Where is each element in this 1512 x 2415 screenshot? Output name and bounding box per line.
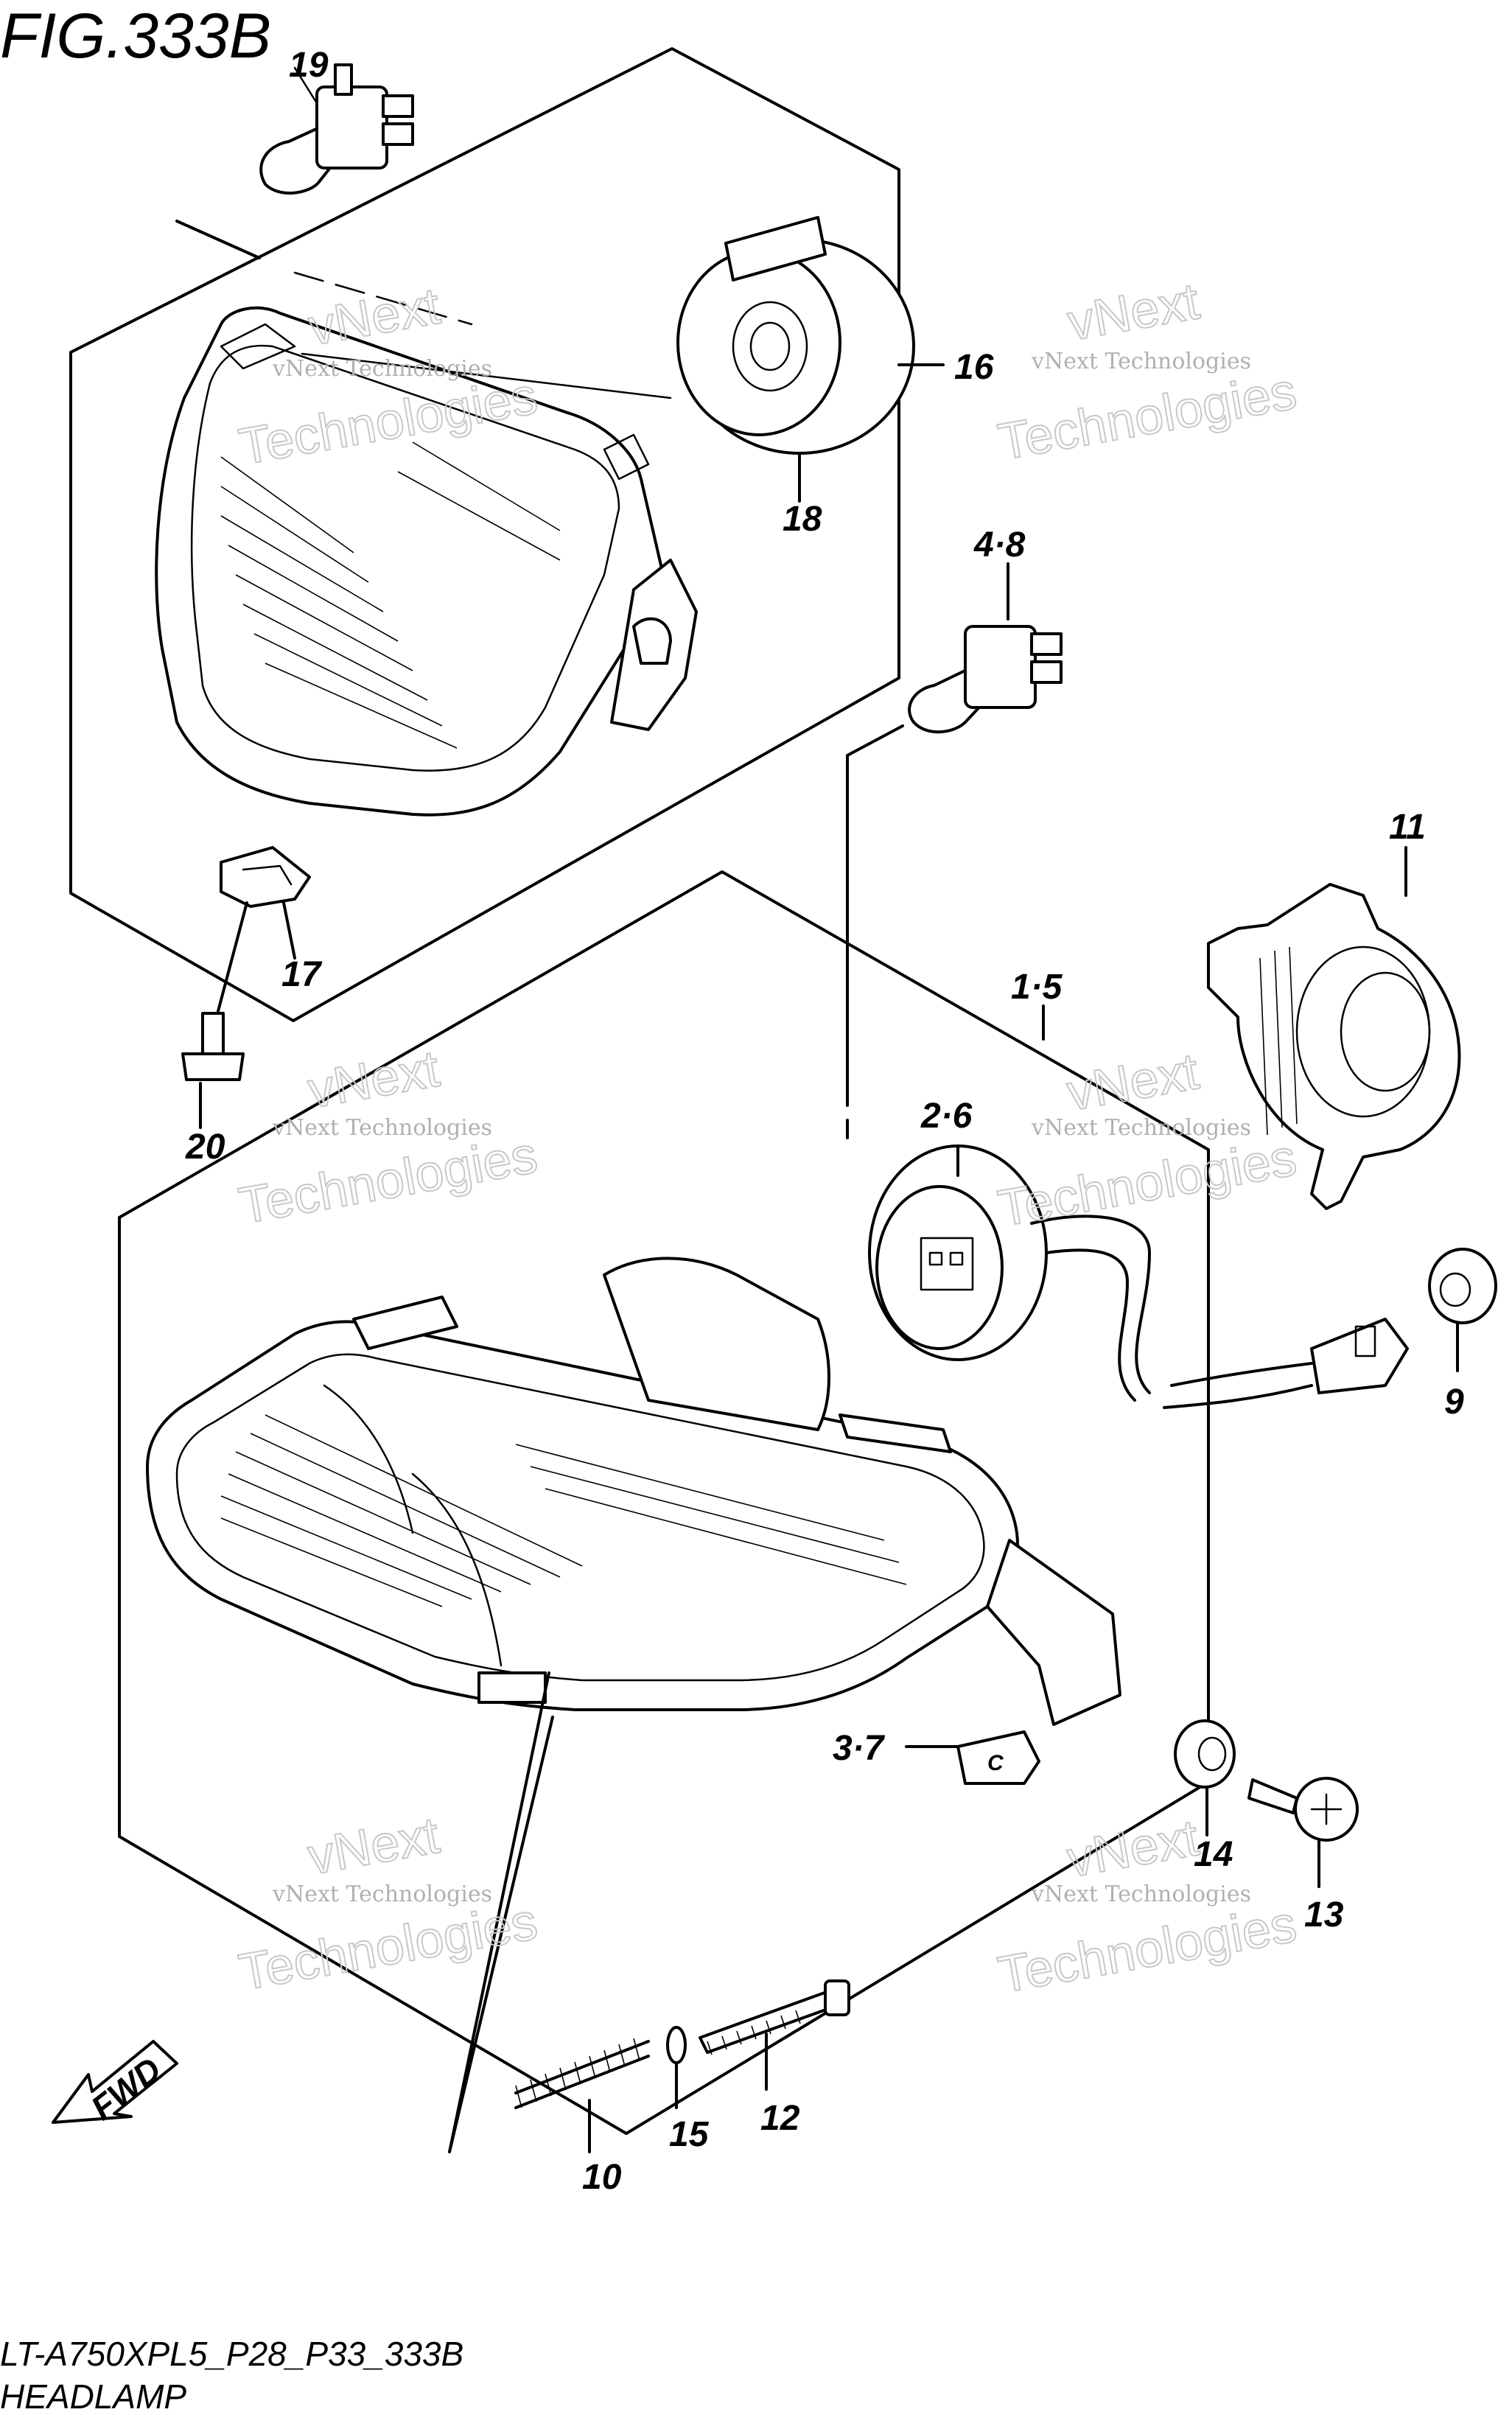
callout-9: 9: [1444, 1383, 1464, 1422]
part-20-screw: [181, 901, 248, 1129]
watermark-bottom-right: vNext vNext Technologies Technologies: [993, 1808, 1301, 2005]
watermark-bottom-left: vNext vNext Technologies Technologies: [234, 1806, 542, 2002]
svg-text:Technologies: Technologies: [994, 1128, 1301, 1237]
part-12-adjust-bolt: [699, 1979, 850, 2091]
part-11-retaining-ring: [1207, 846, 1461, 1210]
part-2-6-socket-harness: [868, 1144, 1409, 1409]
part-4-8-bulb: [846, 562, 1063, 1151]
svg-text:Technologies: Technologies: [994, 1895, 1301, 2004]
part-9-grommet: [1428, 1248, 1497, 1372]
callout-10: 10: [582, 2158, 622, 2197]
svg-text:Technologies: Technologies: [994, 362, 1301, 471]
part-1-5-headlamp-unit: [146, 1004, 1121, 1726]
svg-text:vNext: vNext: [1063, 272, 1203, 352]
watermark-middle-right: vNext vNext Technologies Technologies: [993, 1041, 1301, 1238]
svg-text:vNext Technologies: vNext Technologies: [1031, 1115, 1251, 1141]
svg-text:Technologies: Technologies: [235, 1892, 542, 2002]
callout-18: 18: [783, 500, 822, 539]
part-19-bulb: [175, 63, 414, 259]
part-18-socket-cap: [676, 216, 945, 503]
watermark-middle-left: vNext vNext Technologies Technologies: [234, 1039, 542, 1236]
clip-c-mark: C: [987, 1751, 1004, 1775]
section-name: HEADLAMP: [0, 2377, 186, 2415]
svg-text:vNext: vNext: [304, 1040, 444, 1119]
part-15-washer: [666, 2026, 687, 2109]
callout-2-6: 2·6: [920, 1097, 973, 1136]
svg-text:vNext: vNext: [1063, 1808, 1203, 1888]
svg-text:vNext Technologies: vNext Technologies: [272, 1115, 492, 1141]
watermark-top-right: vNext vNext Technologies Technologies: [993, 271, 1301, 472]
part-17-clip: [220, 846, 311, 960]
svg-text:vNext: vNext: [1063, 1042, 1203, 1122]
part-16-headlamp-housing: [155, 271, 698, 817]
upper-assembly-frame: [69, 47, 900, 1022]
callout-16: 16: [954, 348, 994, 387]
callout-19: 19: [289, 46, 329, 85]
svg-text:vNext Technologies: vNext Technologies: [272, 1881, 492, 1907]
svg-text:vNext Technologies: vNext Technologies: [1031, 349, 1251, 374]
callout-20: 20: [185, 1128, 225, 1167]
callout-17: 17: [281, 955, 323, 994]
svg-text:vNext: vNext: [304, 1806, 444, 1886]
callout-1-5: 1·5: [1011, 968, 1063, 1007]
figure-title: FIG.333B: [0, 1, 271, 71]
svg-text:vNext: vNext: [304, 277, 444, 357]
part-10-spring: [448, 1671, 650, 2153]
callout-4-8: 4·8: [973, 525, 1026, 565]
part-14-grommet: [1174, 1719, 1236, 1836]
callout-3-7: 3·7: [833, 1729, 886, 1768]
callout-15: 15: [669, 2115, 710, 2154]
part-3-7-clip: C: [905, 1730, 1040, 1785]
callout-14: 14: [1194, 1835, 1233, 1874]
svg-text:vNext Technologies: vNext Technologies: [272, 356, 492, 382]
part-13-screw: [1247, 1777, 1359, 1888]
fwd-direction-arrow: FWD: [52, 2040, 178, 2128]
callout-11: 11: [1389, 808, 1426, 847]
svg-text:vNext Technologies: vNext Technologies: [1031, 1881, 1251, 1907]
model-code: LT-A750XPL5_P28_P33_333B: [0, 2335, 463, 2373]
svg-text:Technologies: Technologies: [235, 1126, 542, 1235]
callout-12: 12: [760, 2099, 800, 2138]
callout-13: 13: [1304, 1895, 1344, 1935]
